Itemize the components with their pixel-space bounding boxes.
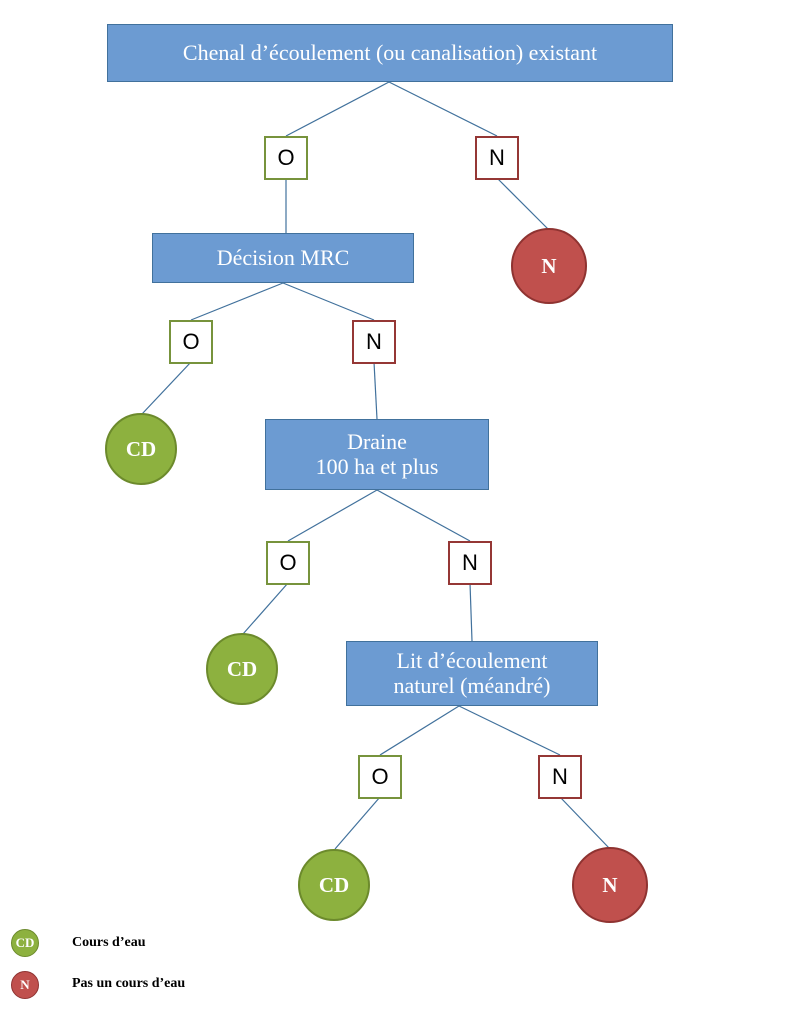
question-chenal-ecoulement: Chenal d’écoulement (ou canalisation) ex… — [107, 24, 673, 82]
connector-q4-n4 — [458, 705, 561, 756]
legend-n-label: Pas un cours d’eau — [72, 976, 186, 991]
answer-yes-1: O — [264, 136, 308, 180]
question-decision-mrc-label: Décision MRC — [216, 244, 350, 270]
question-draine-100ha: Draine 100 ha et plus — [265, 419, 489, 490]
connector-q3-o3 — [287, 489, 378, 542]
answer-no-1: N — [475, 136, 519, 180]
question-chenal-ecoulement-label: Chenal d’écoulement (ou canalisation) ex… — [182, 39, 598, 65]
connector-q3-n3 — [376, 489, 471, 542]
question-lit-line1: Lit d’écoulement — [396, 648, 548, 674]
question-lit-line2: naturel (méandré) — [393, 672, 551, 698]
connector-n1-leaf — [496, 177, 550, 231]
question-decision-mrc: Décision MRC — [152, 233, 414, 283]
connector-n3-q4 — [469, 582, 473, 642]
connector-q2-o2 — [190, 282, 284, 321]
legend-n-icon: N — [11, 971, 39, 999]
connector-n2-q3 — [373, 361, 378, 420]
outcome-cd-3: CD — [298, 849, 370, 921]
outcome-n-1: N — [511, 228, 587, 304]
outcome-cd-2: CD — [206, 633, 278, 705]
outcome-n-2: N — [572, 847, 648, 923]
question-lit-ecoulement: Lit d’écoulement naturel (méandré) — [346, 641, 598, 706]
connector-q1-o1 — [285, 81, 390, 137]
connector-n4-leaf — [559, 796, 611, 850]
connector-o2-leaf — [141, 361, 192, 415]
question-draine-line2: 100 ha et plus — [315, 453, 439, 479]
legend-cd-icon: CD — [11, 929, 39, 957]
connector-q1-n1 — [388, 81, 498, 137]
answer-yes-4: O — [358, 755, 402, 799]
answer-no-2: N — [352, 320, 396, 364]
connector-q4-o4 — [379, 705, 460, 756]
answer-no-3: N — [448, 541, 492, 585]
answer-yes-2: O — [169, 320, 213, 364]
connector-o3-leaf — [242, 582, 289, 635]
legend-cd-label: Cours d’eau — [72, 935, 146, 950]
answer-no-4: N — [538, 755, 582, 799]
outcome-cd-1: CD — [105, 413, 177, 485]
question-draine-line1: Draine — [347, 429, 407, 455]
connector-q2-n2 — [282, 282, 375, 321]
connector-o4-leaf — [334, 796, 381, 850]
answer-yes-3: O — [266, 541, 310, 585]
